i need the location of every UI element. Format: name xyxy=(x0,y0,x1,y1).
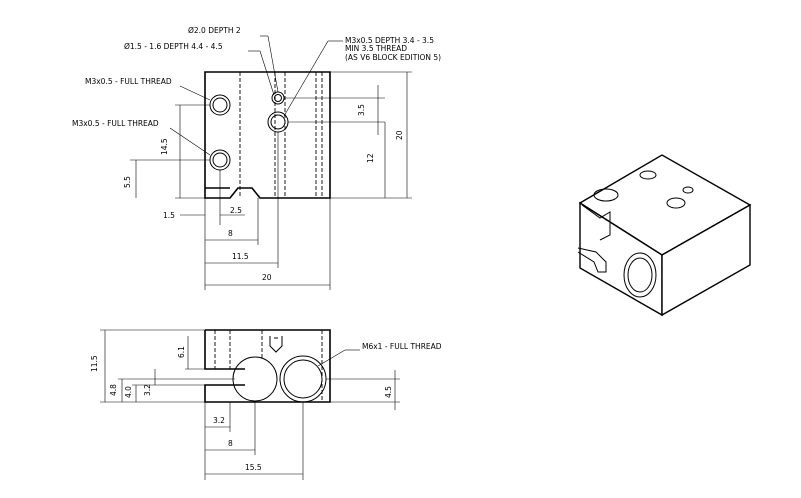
dim-20-right: 20 xyxy=(395,130,404,140)
iso-m6-bore xyxy=(623,252,657,298)
dim-4-5: 4.5 xyxy=(384,386,393,398)
m6-bore-outer xyxy=(279,355,327,403)
m6-bore-inner xyxy=(283,359,323,399)
callout-m6-thread: M6x1 - FULL THREAD xyxy=(362,342,442,351)
dim-5-5: 5.5 xyxy=(123,176,132,188)
iso-right-face xyxy=(661,203,751,317)
slot-bore xyxy=(232,356,278,402)
dim-4-8: 4.8 xyxy=(109,384,118,396)
isometric-view xyxy=(577,154,752,317)
dim-1-5: 1.5 xyxy=(163,211,175,220)
dim-2-5: 2.5 xyxy=(230,206,242,215)
dim-12: 12 xyxy=(366,153,375,163)
dim-15-5: 15.5 xyxy=(245,463,262,472)
front-view xyxy=(204,71,331,199)
dim-bottom-8: 8 xyxy=(228,439,233,448)
dim-20-bottom: 20 xyxy=(262,273,272,282)
callout-hole-dia-depth: Ø1.5 - 1.6 DEPTH 4.4 - 4.5 xyxy=(124,42,223,51)
dim-4-0: 4.0 xyxy=(124,386,133,398)
dim-6-1: 6.1 xyxy=(177,346,186,358)
dim-3-2-horiz: 3.2 xyxy=(213,416,225,425)
callout-m3-depth-line2: MIN 3.5 THREAD xyxy=(345,44,407,53)
callout-m3-depth-line1: M3x0.5 DEPTH 3.4 - 3.5 xyxy=(345,36,434,45)
dim-14-5: 14.5 xyxy=(160,138,169,155)
bottom-view-outline xyxy=(204,329,331,403)
front-view-callouts: Ø2.0 DEPTH 2 Ø1.5 - 1.6 DEPTH 4.4 - 4.5 … xyxy=(72,26,441,156)
callout-m3-thread-bottom: M3x0.5 - FULL THREAD xyxy=(72,119,159,128)
dim-3-2-vert: 3.2 xyxy=(143,384,152,396)
front-view-outline xyxy=(204,71,331,199)
dim-11-5: 11.5 xyxy=(232,252,249,261)
bottom-view-callouts: M6x1 - FULL THREAD xyxy=(317,342,442,367)
dim-8: 8 xyxy=(228,229,233,238)
bottom-view-dimensions: 11.5 6.1 4.8 4.0 3.2 4.5 3.2 8 15.5 xyxy=(90,329,400,480)
front-view-dimensions: 14.5 5.5 1.5 2.5 8 11.5 20 3.5 12 xyxy=(123,71,412,290)
callout-hole-small-depth: Ø2.0 DEPTH 2 xyxy=(188,26,241,35)
dim-bottom-11-5: 11.5 xyxy=(90,355,99,372)
callout-m3-depth-line3: (AS V6 BLOCK EDITION 5) xyxy=(345,53,441,62)
callout-m3-thread-top: M3x0.5 - FULL THREAD xyxy=(85,77,172,86)
bottom-view xyxy=(204,329,331,403)
dim-3-5: 3.5 xyxy=(357,104,366,116)
